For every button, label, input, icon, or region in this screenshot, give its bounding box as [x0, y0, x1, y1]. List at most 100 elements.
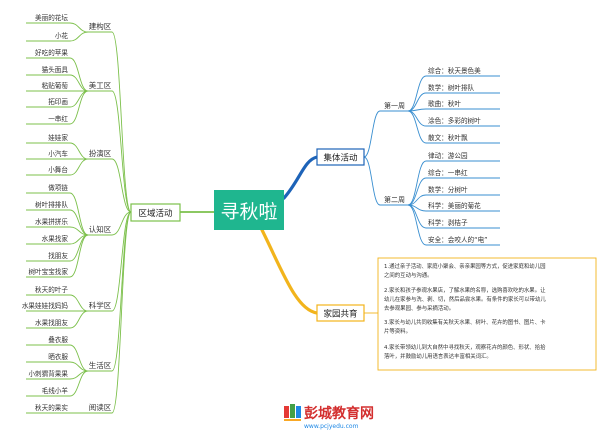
region-item[interactable]: 水果拼拼乐 — [35, 217, 68, 226]
region-item[interactable]: 一串红 — [48, 114, 68, 123]
group-to-item-line — [69, 294, 89, 312]
activity-item[interactable]: 数学：树叶排队 — [428, 83, 475, 92]
home-note-line: 4.家长带领幼儿到大自然中寻找秋天，观察花卉的颜色、形状、拾拾 — [384, 343, 546, 351]
region-item[interactable]: 水果找家 — [42, 234, 69, 243]
activity-item[interactable]: 数学：分树叶 — [428, 185, 468, 194]
region-to-group-line — [111, 211, 132, 414]
region-item[interactable]: 水果娃娃找妈妈 — [22, 301, 69, 310]
region-to-group-line — [111, 90, 132, 213]
activity-item[interactable]: 安全：会咬人的“电” — [428, 235, 488, 244]
region-item[interactable]: 树叶排排队 — [35, 200, 68, 209]
group-to-item-line — [69, 158, 89, 176]
region-item[interactable]: 叠衣服 — [48, 335, 68, 344]
branch-group-label: 集体活动 — [323, 153, 358, 164]
region-item[interactable]: 秋天的果实 — [35, 403, 68, 412]
region-item[interactable]: 小刺猬背果果 — [28, 369, 68, 378]
home-note-line: 之间的互动与沟通。 — [384, 271, 433, 279]
activity-item[interactable]: 综合：一串红 — [428, 168, 468, 177]
region-item[interactable]: 拓印画 — [48, 97, 68, 106]
group-to-item-line — [69, 370, 89, 397]
watermark: 彭城教育网 www.pcjyedu.com — [284, 404, 374, 430]
region-to-group-line — [111, 158, 132, 213]
group-to-item-line — [69, 31, 89, 42]
group-to-item-line — [69, 90, 89, 125]
activity-item[interactable]: 散文：秋叶飘 — [428, 133, 468, 142]
home-note-line: 幼儿在家参与洗、剥、切，然后品尝水果。有条件的家长可以带幼儿 — [384, 295, 546, 303]
activity-item[interactable]: 歌曲：秋叶 — [428, 99, 461, 108]
group-to-item-line — [69, 234, 89, 278]
activity-item[interactable]: 律动：游公园 — [428, 151, 468, 160]
region-to-group-line — [111, 211, 132, 372]
home-notes-box — [377, 257, 597, 371]
activity-item[interactable]: 涂色：多彩的树叶 — [428, 116, 481, 125]
home-note-line: 片等资料。 — [384, 327, 411, 335]
week-to-item-line — [407, 110, 427, 127]
region-item[interactable]: 粘贴葡萄 — [42, 81, 69, 90]
group-to-item-line — [69, 90, 89, 108]
region-item[interactable]: 水果找朋友 — [35, 318, 68, 327]
home-notes: 1.通过亲子活动、家庭小聚会、亲亲果园等方式，促进家庭和幼儿园之间的互动与沟通。… — [384, 262, 546, 360]
branch-group-box — [316, 148, 365, 166]
week-label[interactable]: 第二周 — [384, 195, 405, 204]
home-note-line: 3.家长与幼儿共同收集有关秋天水果、树叶、花卉的图书、图片、卡 — [384, 318, 546, 326]
home-note-line: 落叶，并鼓励幼儿用语言表达丰富相关词汇。 — [384, 352, 492, 360]
week-to-item-line — [407, 177, 427, 206]
week-to-item-line — [407, 92, 427, 112]
watermark-name: 彭城教育网 — [304, 405, 374, 422]
region-item[interactable]: 小舞台 — [48, 165, 68, 174]
branch-home-school[interactable]: 家园共育 — [316, 304, 365, 322]
group-to-item-line — [69, 57, 89, 92]
region-item[interactable]: 猫头面具 — [42, 65, 69, 74]
activity-item[interactable]: 科学：美丽的菊花 — [428, 201, 481, 210]
group-to-item-line — [69, 74, 89, 92]
region-group-label[interactable]: 生活区 — [89, 360, 112, 370]
watermark-url: www.pcjyedu.com — [304, 423, 359, 430]
region-group-label[interactable]: 阅读区 — [89, 402, 112, 412]
branch-region-label: 区域活动 — [138, 208, 173, 219]
region-to-group-line — [111, 211, 132, 236]
week-to-item-line — [407, 204, 427, 246]
region-item[interactable]: 毛线小羊 — [42, 386, 69, 395]
home-note-line: 2.家长和孩子参观水果店，了解水果的名称，选购喜欢吃的水果。让 — [384, 286, 546, 294]
region-group-label[interactable]: 建构区 — [89, 21, 112, 31]
group-to-item-line — [69, 22, 89, 33]
region-group-label[interactable]: 科学区 — [89, 300, 112, 310]
week-label[interactable]: 第一周 — [384, 101, 405, 110]
activity-item[interactable]: 科学：剥桔子 — [428, 218, 468, 227]
region-group-label[interactable]: 认知区 — [89, 224, 112, 234]
book-logo-icon — [284, 404, 301, 421]
group-to-item-line — [69, 209, 89, 236]
region-item[interactable]: 做项链 — [48, 183, 68, 192]
week-to-item-line — [407, 75, 427, 112]
trunk-line-group — [282, 155, 319, 200]
central-topic[interactable]: 寻秋啦 — [214, 190, 284, 230]
branch-group-activities[interactable]: 集体活动 — [316, 148, 365, 166]
region-group-label[interactable]: 扮演区 — [89, 148, 112, 158]
region-item[interactable]: 好吃的苹果 — [35, 48, 68, 57]
region-item[interactable]: 秋天的叶子 — [35, 285, 68, 294]
region-item[interactable]: 小花 — [55, 31, 69, 40]
trunk-line-home — [260, 228, 319, 315]
region-item[interactable]: 娃娃家 — [48, 133, 68, 142]
branch-region-box — [130, 203, 181, 222]
home-note-line: 去参观果园、参与采摘活动。 — [384, 304, 454, 312]
region-item[interactable]: 晒衣服 — [48, 352, 68, 361]
group-to-item-line — [69, 192, 89, 236]
group-to-item-line — [69, 142, 89, 160]
region-item[interactable]: 小汽车 — [48, 149, 68, 158]
branch-home-label: 家园共育 — [323, 309, 357, 320]
central-topic-title: 寻秋啦 — [220, 201, 277, 223]
region-item[interactable]: 找朋友 — [48, 251, 68, 260]
group-to-item-line — [69, 310, 89, 329]
region-item[interactable]: 树叶宝宝找家 — [28, 267, 68, 276]
central-topic-box — [214, 190, 284, 230]
region-item[interactable]: 美丽的花坛 — [35, 13, 68, 22]
week-to-item-line — [407, 110, 427, 144]
region-group-label[interactable]: 美工区 — [89, 80, 112, 90]
connector-lines — [26, 22, 500, 414]
region-to-group-line — [111, 211, 132, 312]
activity-item[interactable]: 综合：秋天景色美 — [428, 66, 481, 75]
branch-region-activities[interactable]: 区域活动 — [130, 203, 181, 222]
